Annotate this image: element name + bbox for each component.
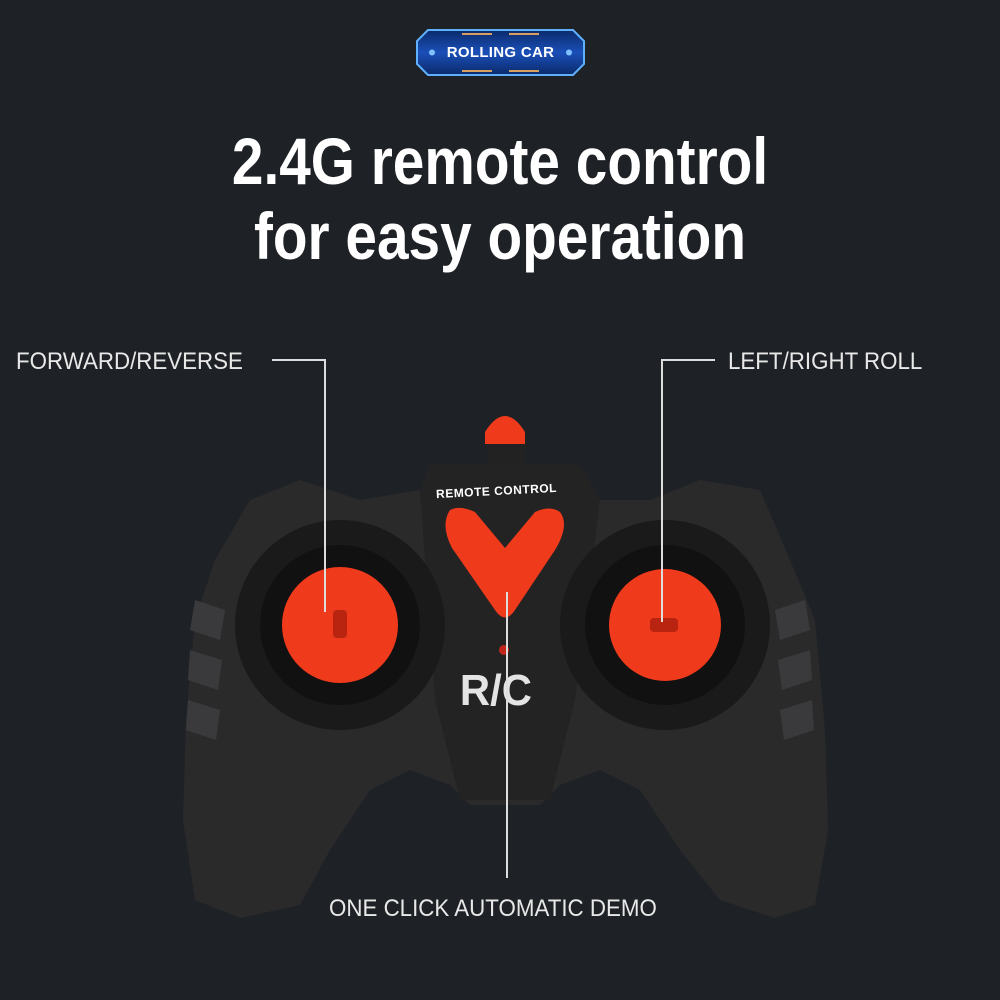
badge-label: ROLLING CAR bbox=[446, 44, 555, 61]
leader-line-right bbox=[661, 359, 715, 622]
diamond-icon bbox=[566, 49, 572, 56]
rolling-car-badge: ROLLING CAR bbox=[414, 27, 587, 78]
headline-line-2: for easy operation bbox=[253, 199, 747, 273]
callout-auto-demo: ONE CLICK AUTOMATIC DEMO bbox=[329, 895, 657, 922]
rc-logo: R/C bbox=[459, 666, 532, 715]
antenna-base bbox=[488, 440, 526, 470]
demo-button[interactable] bbox=[445, 507, 564, 618]
callout-forward-reverse: FORWARD/REVERSE bbox=[16, 348, 243, 375]
antenna-tip bbox=[485, 416, 525, 444]
callout-left-right-roll: LEFT/RIGHT ROLL bbox=[728, 348, 923, 375]
diamond-icon bbox=[429, 49, 435, 56]
headline-line-1: 2.4G remote control bbox=[231, 124, 769, 198]
grip-ridges bbox=[186, 600, 814, 740]
leader-line-left bbox=[272, 359, 326, 612]
